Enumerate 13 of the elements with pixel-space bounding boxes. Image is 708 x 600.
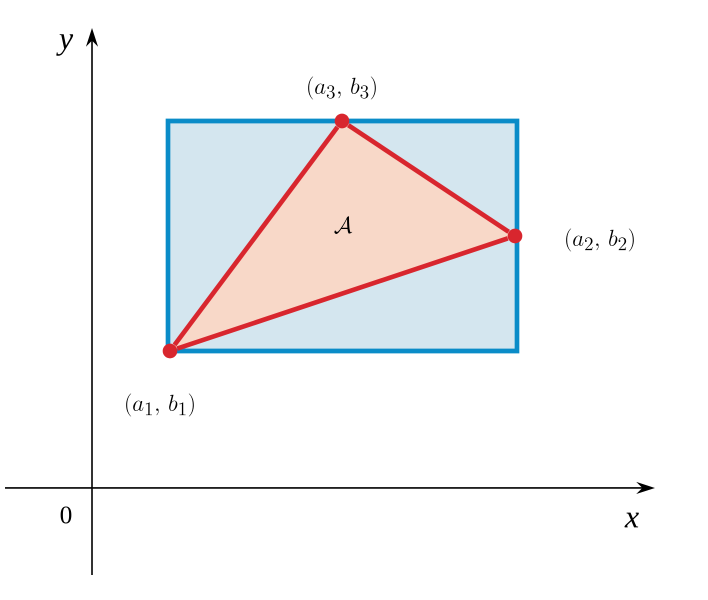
point-label: $(a_2,\, b_2)$ — [566, 228, 634, 252]
axis-label: x — [624, 512, 639, 528]
point — [334, 114, 350, 128]
triangle-side — [176, 236, 509, 351]
triangle-side — [172, 126, 340, 346]
axis-label: y — [56, 34, 74, 56]
region-label: $\mathcal{A}$ — [334, 216, 352, 234]
origin-label: 0 — [60, 506, 72, 524]
point-label: $(a_1,\, b_1)$ — [126, 394, 194, 417]
triangle-side — [347, 123, 510, 234]
point — [162, 344, 178, 358]
point-label: $(a_3,\, b_3)$ — [308, 76, 376, 100]
point — [508, 228, 522, 244]
